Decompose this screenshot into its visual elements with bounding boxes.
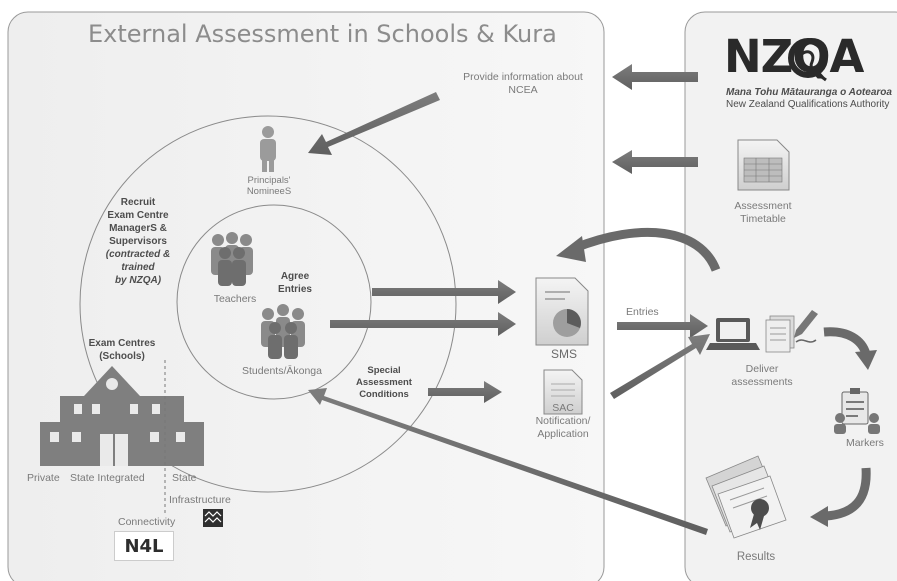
provide-info-label: Provide information about NCEA xyxy=(448,71,598,97)
timetable-line2: Timetable xyxy=(740,213,786,225)
exam-centres-line2: (Schools) xyxy=(99,351,145,362)
agree-entries-line1: Agree xyxy=(280,271,310,282)
recruit-line3: ManagerS & xyxy=(109,223,167,234)
recruit-note-line1: (contracted & xyxy=(105,249,171,260)
school-type-state: State xyxy=(172,472,197,484)
timetable-icon xyxy=(737,139,790,191)
school-panel xyxy=(7,11,605,581)
students-label: Students/Ākonga xyxy=(242,365,322,377)
special-line1: Special xyxy=(367,365,401,376)
sac-document-icon xyxy=(543,369,583,415)
recruit-label: Recruit Exam Centre ManagerS & Superviso… xyxy=(98,196,178,248)
nzqa-english-subtitle: New Zealand Qualifications Authority xyxy=(726,99,890,110)
curved-arrow-results-head xyxy=(810,506,828,527)
recruit-note-line2: trained xyxy=(121,262,155,273)
students-group-icon xyxy=(261,304,305,359)
curved-arrow-markers xyxy=(823,327,871,356)
markers-label: Markers xyxy=(846,437,884,449)
arrow-students-sms xyxy=(330,312,516,336)
arrow-timetable xyxy=(612,150,698,174)
recruit-note: (contracted & trained by NZQA) xyxy=(94,248,182,287)
timetable-label: Assessment Timetable xyxy=(726,200,800,226)
curved-arrow-sms xyxy=(573,228,721,272)
nzqa-logo-text: NZQA xyxy=(724,30,864,83)
agree-entries-line2: Entries xyxy=(278,284,312,295)
entries-label: Entries xyxy=(626,306,659,318)
sms-label: SMS xyxy=(550,347,577,361)
n4l-logo: N4L xyxy=(114,531,174,561)
school-type-state-integrated: State Integrated xyxy=(70,472,145,484)
arrow-to-principals xyxy=(308,92,440,155)
principals-line2: NomineeS xyxy=(246,186,292,197)
provide-info-line2: NCEA xyxy=(508,84,538,96)
timetable-line1: Assessment xyxy=(734,200,792,212)
special-conditions-label: Special Assessment Conditions xyxy=(344,365,424,401)
connectivity-label: Connectivity xyxy=(118,516,176,528)
deliver-label: Deliver assessments xyxy=(722,363,802,389)
teachers-label: Teachers xyxy=(213,293,257,305)
deliver-line2: assessments xyxy=(731,376,793,388)
sac-line2: Notification/ xyxy=(535,415,591,427)
sac-line3: Application xyxy=(537,428,589,440)
arrow-provide-info xyxy=(612,64,698,90)
arrow-teachers-sms xyxy=(372,280,516,304)
nzqa-maori-subtitle: Mana Tohu Mātauranga o Aotearoa xyxy=(726,87,892,98)
special-line2: Assessment xyxy=(356,377,412,388)
recruit-line2: Exam Centre xyxy=(107,210,169,221)
exam-centres-label: Exam Centres (Schools) xyxy=(82,337,162,363)
arrow-sac-deliver xyxy=(610,334,710,399)
sms-document-icon xyxy=(535,277,589,346)
provide-info-line1: Provide information about xyxy=(463,71,583,83)
arrow-entries xyxy=(617,314,708,338)
exam-centres-line1: Exam Centres xyxy=(88,338,156,349)
n4l-logo-text: N4L xyxy=(124,535,164,557)
recruit-line1: Recruit xyxy=(120,197,156,208)
recruit-line4: Supervisors xyxy=(109,236,167,247)
principal-person-icon xyxy=(260,126,276,172)
results-label: Results xyxy=(736,551,776,563)
results-certificates-icon xyxy=(705,455,787,539)
special-line3: Conditions xyxy=(359,389,409,400)
laptop-icon xyxy=(706,318,760,350)
curved-arrow-results xyxy=(825,467,871,521)
principals-line1: Principals' xyxy=(247,175,291,186)
school-building-icon xyxy=(40,366,204,466)
curved-arrow-markers-head xyxy=(855,350,877,370)
principals-label: Principals' NomineeS xyxy=(238,175,300,197)
sac-line1: SAC xyxy=(552,402,574,414)
agree-entries-label: Agree Entries xyxy=(270,270,320,296)
school-type-private: Private xyxy=(27,472,60,484)
nzqa-swirl-icon xyxy=(788,38,828,82)
exam-paper-icon xyxy=(765,310,818,353)
deliver-line1: Deliver xyxy=(745,363,779,375)
infrastructure-label: Infrastructure xyxy=(169,494,231,506)
sac-label: SAC Notification/ Application xyxy=(526,402,600,441)
curved-arrow-sms-head xyxy=(556,236,586,262)
arrow-special-sac xyxy=(428,381,502,403)
infrastructure-icon xyxy=(203,509,223,527)
teachers-group-icon xyxy=(211,232,253,286)
inner-circle xyxy=(176,204,372,400)
outer-circle xyxy=(79,115,457,493)
arrow-results-students xyxy=(308,388,708,535)
recruit-note-line3: by NZQA) xyxy=(114,275,162,286)
markers-icon xyxy=(834,388,880,434)
diagram-title: External Assessment in Schools & Kura xyxy=(88,20,557,48)
arrows xyxy=(308,64,710,535)
